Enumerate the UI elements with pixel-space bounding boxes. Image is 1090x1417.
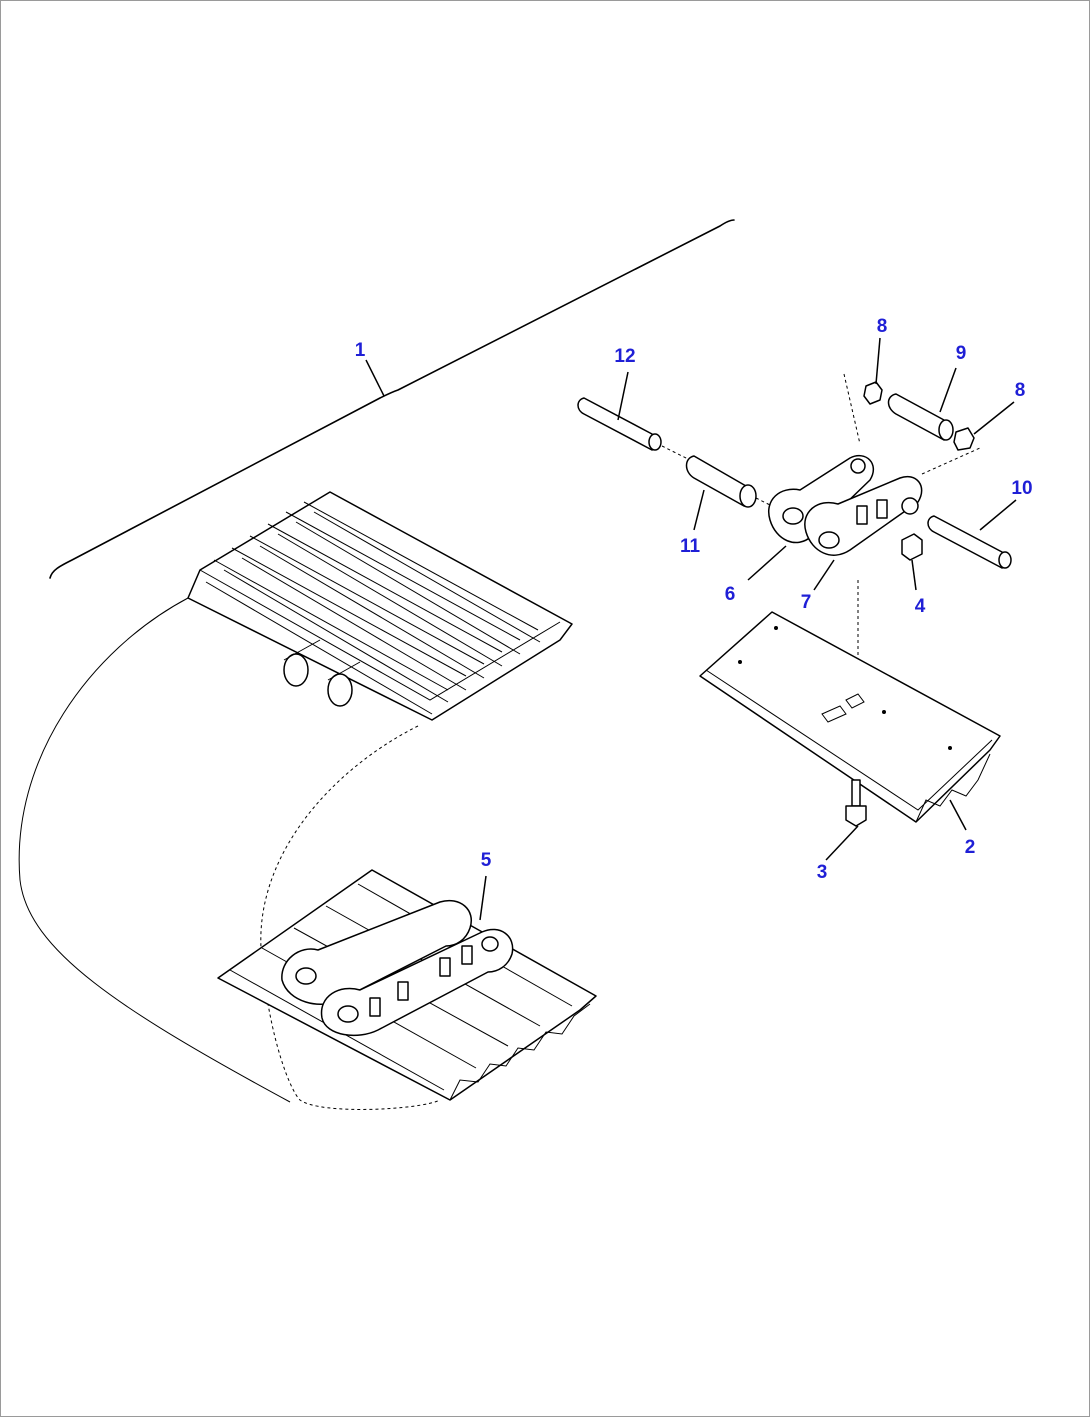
callout-4: 4 [915,596,926,617]
pin-part-9 [887,393,954,441]
track-wrap-curve [18,597,291,1103]
nut-part-4 [901,533,923,561]
callout-11: 11 [680,536,701,557]
track-assembly-drawing [18,219,735,1110]
callout-7: 7 [801,592,812,613]
callout-5: 5 [481,850,492,871]
upper-shoe-plates [187,491,573,721]
callout-9: 9 [956,343,967,364]
callout-1: 1 [355,340,366,361]
bolt-part-3 [845,779,867,827]
assembly-line-a [843,373,861,445]
callout-2: 2 [965,837,976,858]
callout-12: 12 [614,346,635,367]
callout-8-right: 8 [1015,380,1026,401]
callout-6: 6 [725,584,736,605]
pin-part-12 [577,397,695,463]
nut-part-8b [953,427,975,451]
exploded-parts [577,373,1012,827]
master-links-6-7 [767,455,923,556]
lower-shoe-and-links [217,869,597,1101]
callout-8-upper: 8 [877,316,888,337]
leader-lines [365,337,1017,921]
nut-part-8a [863,381,883,405]
callouts: 1 2 3 4 5 6 7 8 8 9 10 11 12 [355,316,1033,883]
track-outline-line [49,219,735,579]
shoe-plate-part-2 [699,611,1001,823]
bushing-part-11 [685,455,777,509]
assembly-line-b [921,447,981,475]
pin-part-10 [927,515,1012,569]
callout-3: 3 [817,862,828,883]
callout-10: 10 [1011,478,1032,499]
track-inner-dashed-curve [260,725,441,1110]
